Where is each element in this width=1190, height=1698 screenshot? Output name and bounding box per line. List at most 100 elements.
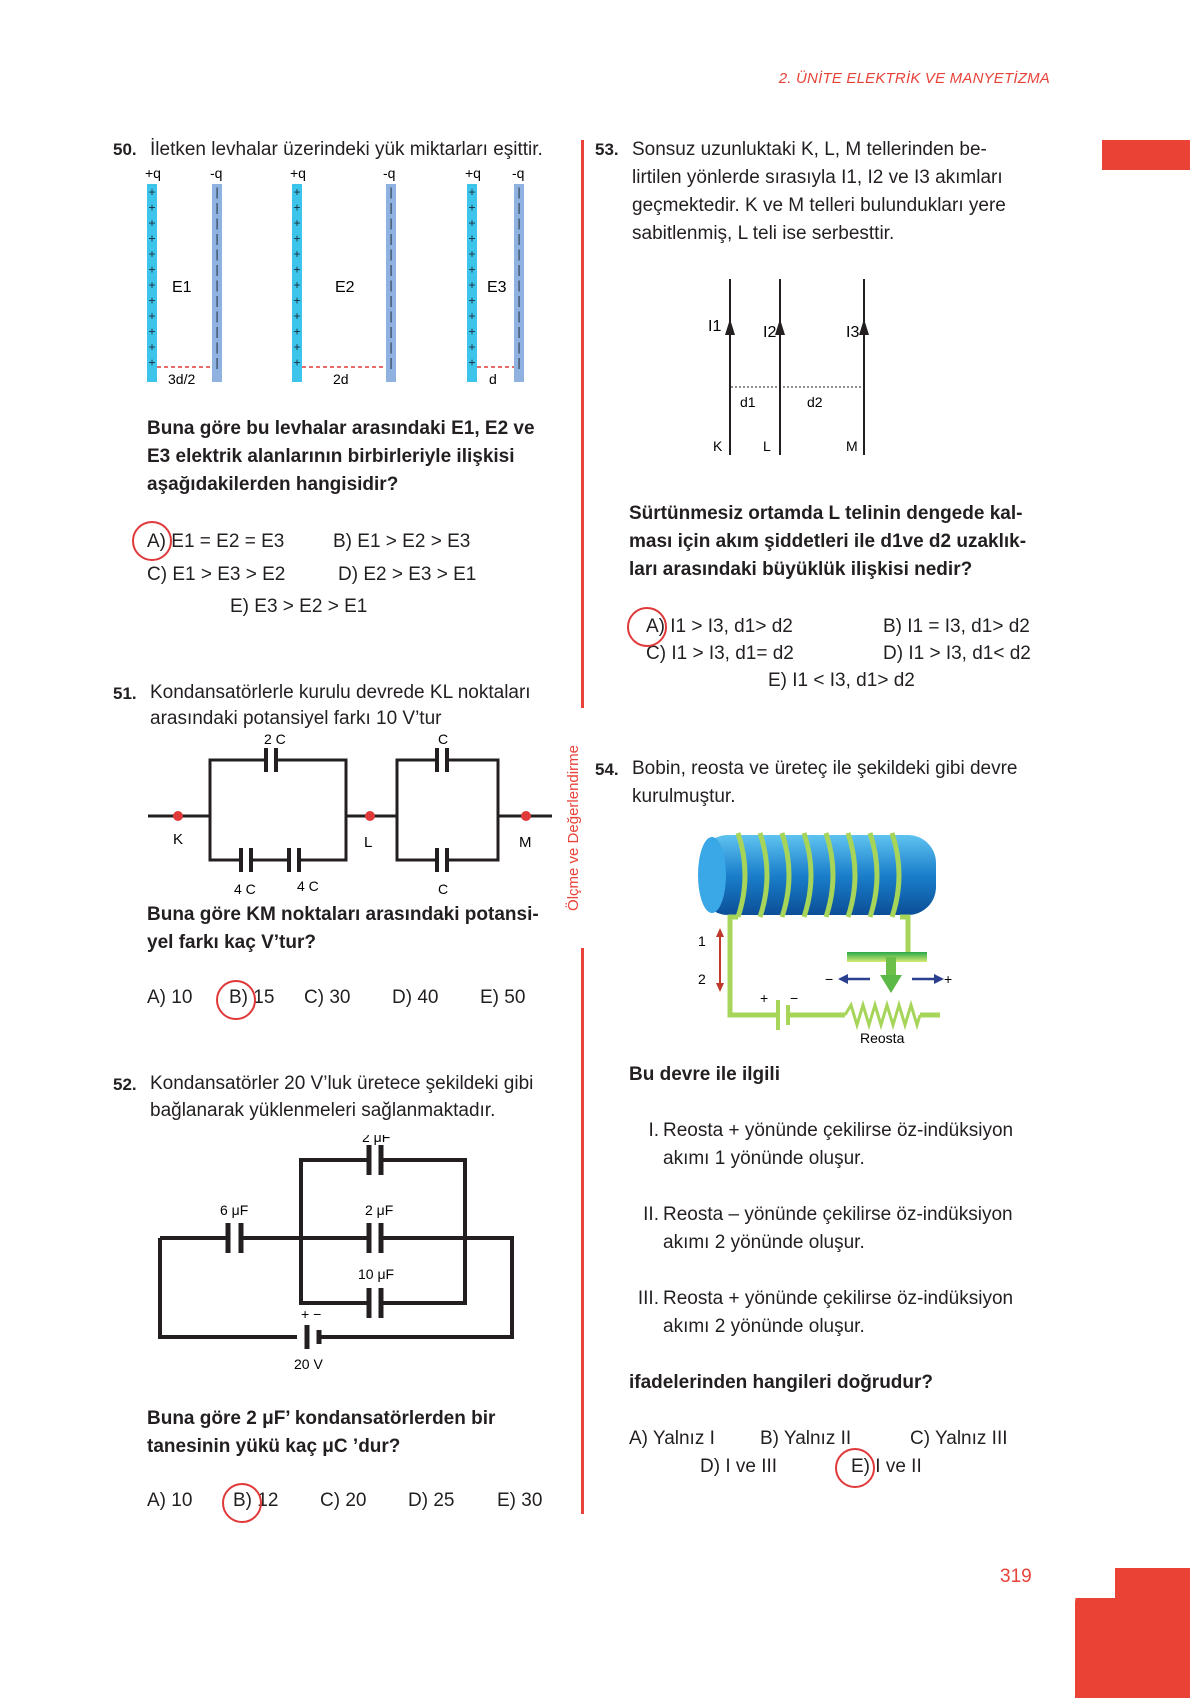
plate-charge-sign: | — [517, 325, 520, 339]
plate-charge-sign: + — [148, 216, 155, 230]
q52-number: 52. — [113, 1075, 137, 1094]
q51-option-d[interactable]: D) 40 — [392, 987, 439, 1008]
plate-charge-sign: + — [148, 356, 155, 370]
q53-option-e[interactable]: E) I1 < I3, d1> d2 — [768, 670, 915, 691]
plate-charge-sign: | — [517, 263, 520, 277]
plate-charge-sign: | — [389, 294, 392, 308]
q53-option-a[interactable]: A) I1 > I3, d1> d2 — [646, 616, 793, 637]
q54-text-line-2: kurulmuştur. — [632, 786, 736, 807]
q54-statement-2-line-1: Reosta – yönünde çekilirse öz-indüksiyon — [663, 1204, 1013, 1225]
q50-option-c[interactable]: C) E1 > E3 > E2 — [147, 564, 286, 585]
plate-charge-sign: + — [468, 232, 475, 246]
plate-charge-sign: | — [215, 325, 218, 339]
plate-charge-sign: | — [389, 201, 392, 215]
q50-charge-2: -q — [210, 165, 222, 181]
q54-statement-1-number: I. — [648, 1120, 659, 1141]
q50-question-line-1: Buna göre bu levhalar arasındaki E1, E2 … — [147, 418, 535, 439]
q50-field-3: E3 — [487, 279, 507, 296]
plate-charge-sign: | — [215, 263, 218, 277]
plate-charge-sign: + — [148, 185, 155, 199]
q52-option-c[interactable]: C) 20 — [320, 1490, 367, 1511]
plate-charge-sign: | — [389, 216, 392, 230]
plate-charge-sign: | — [215, 201, 218, 215]
plate-charge-sign: | — [389, 263, 392, 277]
plate-charge-sign: | — [389, 185, 392, 199]
q53-option-c[interactable]: C) I1 > I3, d1= d2 — [646, 643, 794, 664]
q52-circuit-figure: 2 μF 6 μF 2 μF 10 μF + − 20 V — [158, 1135, 514, 1372]
q53-question-line-1: Sürtünmesiz ortamda L telinin dengede ka… — [629, 503, 1023, 524]
q51-option-a[interactable]: A) 10 — [147, 987, 193, 1008]
q54-option-c[interactable]: C) Yalnız III — [910, 1428, 1008, 1449]
plate-charge-sign: | — [517, 185, 520, 199]
plate-charge-sign: + — [148, 294, 155, 308]
plate-charge-sign: + — [468, 278, 475, 292]
plate-charge-sign: | — [215, 232, 218, 246]
plate-charge-sign: | — [517, 309, 520, 323]
plate-charge-sign: | — [389, 278, 392, 292]
plate-charge-sign: | — [517, 216, 520, 230]
plate-charge-sign: + — [468, 201, 475, 215]
q52-cap-label-3: 2 μF — [365, 1202, 393, 1218]
q50-plate-neg-1 — [212, 184, 222, 382]
q52-option-a[interactable]: A) 10 — [147, 1490, 193, 1511]
plate-charge-sign: + — [293, 356, 300, 370]
q51-cap-label-1: 2 C — [264, 731, 286, 747]
q54-rheostat-slider — [880, 975, 902, 993]
plate-charge-sign: | — [215, 340, 218, 354]
q51-option-c[interactable]: C) 30 — [304, 987, 351, 1008]
q51-answer-mark — [216, 980, 256, 1020]
q54-option-a[interactable]: A) Yalnız I — [629, 1428, 715, 1449]
q54-statement-2-line-2: akımı 2 yönünde oluşur. — [663, 1232, 865, 1253]
q51-text-line-1: Kondansatörlerle kurulu devrede KL nokta… — [150, 682, 531, 703]
q50-option-e[interactable]: E) E3 > E2 > E1 — [230, 596, 368, 617]
column-divider-top — [581, 140, 584, 708]
plate-charge-sign: + — [468, 325, 475, 339]
q52-question-line-1: Buna göre 2 μF’ kondansatörlerden bir — [147, 1408, 496, 1429]
q54-option-b[interactable]: B) Yalnız II — [760, 1428, 852, 1449]
q50-charge-6: -q — [512, 165, 524, 181]
plate-charge-sign: + — [293, 247, 300, 261]
unit-header: 2. ÜNİTE ELEKTRİK VE MANYETİZMA — [778, 70, 1050, 87]
q50-plate-pos-1 — [147, 184, 157, 382]
q53-current-1: I1 — [708, 318, 721, 335]
q52-option-e[interactable]: E) 30 — [497, 1490, 543, 1511]
side-section-label: Ölçme ve Değerlendirme — [565, 745, 582, 911]
q50-charge-5: +q — [465, 165, 481, 181]
plate-charge-sign: + — [468, 340, 475, 354]
q52-option-d[interactable]: D) 25 — [408, 1490, 455, 1511]
plate-charge-sign: + — [293, 201, 300, 215]
q53-number: 53. — [595, 140, 619, 159]
q53-option-d[interactable]: D) I1 > I3, d1< d2 — [883, 643, 1031, 664]
q50-option-d[interactable]: D) E2 > E3 > E1 — [338, 564, 477, 585]
q53-wires-figure: I1 I2 I3 d1 d2 K L M — [708, 279, 869, 455]
q53-distance-1: d1 — [740, 394, 756, 410]
q51-point-l: L — [364, 834, 372, 851]
q54-statement-3-number: III. — [637, 1288, 659, 1309]
q53-wire-m: M — [846, 438, 858, 454]
page-number: 319 — [1000, 1566, 1032, 1587]
plate-charge-sign: | — [215, 309, 218, 323]
q54-text-line-1: Bobin, reosta ve üreteç ile şekildeki gi… — [632, 758, 1018, 779]
q53-answer-mark — [627, 607, 667, 647]
q50-number: 50. — [113, 140, 137, 159]
q54-rheostat-plus: + — [944, 971, 952, 987]
q50-option-b[interactable]: B) E1 > E2 > E3 — [333, 531, 471, 552]
plate-charge-sign: + — [468, 309, 475, 323]
q50-distance-3: d — [489, 371, 497, 387]
q53-current-3: I3 — [846, 324, 859, 341]
q51-point-m: M — [519, 834, 532, 851]
plate-charge-sign: + — [293, 263, 300, 277]
q53-option-b[interactable]: B) I1 = I3, d1> d2 — [883, 616, 1030, 637]
q50-question-line-2: E3 elektrik alanlarının birbirleriyle il… — [147, 446, 515, 467]
q54-option-d[interactable]: D) I ve III — [700, 1456, 778, 1477]
plate-charge-sign: + — [468, 263, 475, 277]
q51-option-e[interactable]: E) 50 — [480, 987, 526, 1008]
q53-distance-2: d2 — [807, 394, 823, 410]
q54-coil-circuit-figure: 1 2 + − − + Reosta — [698, 832, 952, 1046]
plate-charge-sign: | — [517, 356, 520, 370]
q50-option-a[interactable]: A) E1 = E2 = E3 — [147, 531, 285, 552]
page-corner-cutout — [1075, 1568, 1115, 1598]
plate-charge-sign: + — [293, 278, 300, 292]
q52-question-line-2: tanesinin yükü kaç μC ’dur? — [147, 1436, 401, 1457]
plate-charge-sign: + — [293, 185, 300, 199]
